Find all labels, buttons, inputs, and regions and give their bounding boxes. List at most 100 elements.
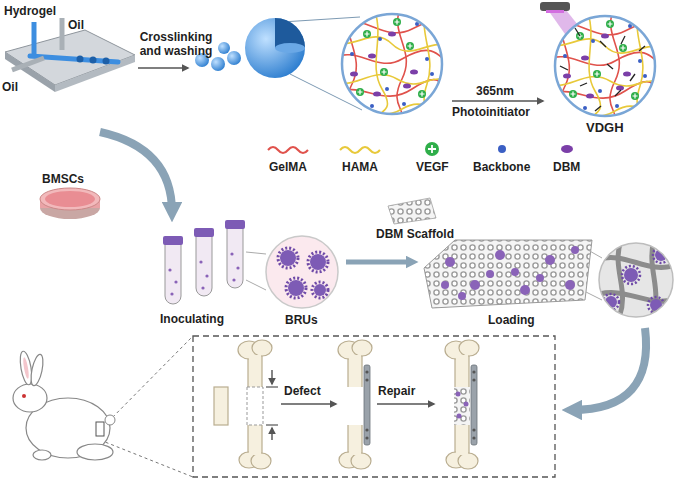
loaded-scaffold — [441, 246, 579, 300]
crosslinked-network — [600, 41, 606, 47]
step-label: Defect — [284, 384, 321, 398]
scaffold-zoom — [605, 249, 667, 311]
scaffold-zoom — [655, 249, 667, 261]
inlet-label: Oil — [2, 80, 18, 94]
surgery-inset — [472, 370, 475, 373]
legend-text: Backbone — [473, 160, 530, 174]
culture-tubes — [170, 292, 173, 295]
loaded-scaffold — [511, 268, 519, 276]
loaded-scaffold — [565, 280, 575, 290]
product-label: BRUs — [285, 313, 318, 327]
loaded-scaffold — [495, 250, 505, 260]
surgery-inset — [445, 340, 479, 469]
big-curved-arrow — [572, 328, 646, 410]
step-label: Repair — [378, 384, 415, 398]
culture-tubes — [246, 280, 266, 290]
dbm-scaffold — [388, 198, 436, 224]
surgery-inset — [266, 425, 278, 426]
rabbit — [77, 444, 113, 460]
culture-tubes — [168, 268, 171, 271]
surgery-inset — [365, 370, 368, 439]
surgery-inset — [365, 370, 368, 373]
crosslinked-network — [639, 46, 645, 51]
loaded-scaffold — [586, 292, 602, 300]
microfluidic-chip — [12, 58, 44, 70]
scaffold-zoom — [596, 240, 676, 320]
legend-samples — [561, 145, 573, 153]
legend-text: DBM — [553, 160, 580, 174]
rabbit — [96, 422, 104, 436]
rabbit — [33, 450, 51, 460]
culture-tubes — [205, 274, 208, 277]
inlet-label: Oil — [68, 18, 84, 32]
culture-tubes — [236, 266, 239, 269]
microfluidic-chip — [77, 56, 84, 63]
cutaway-sphere — [245, 18, 305, 78]
crosslinked-network — [545, 6, 665, 126]
big-curved-arrow — [572, 328, 646, 410]
rabbit — [105, 415, 115, 425]
product-label: VDGH — [586, 121, 624, 135]
step-label: Crosslinking and washing — [130, 30, 222, 58]
loaded-scaffold — [536, 274, 544, 282]
scaffold-zoom — [618, 240, 623, 320]
scaffold-zoom — [650, 299, 662, 311]
surgery-inset — [457, 414, 462, 419]
loaded-scaffold — [520, 285, 530, 295]
loaded-scaffold — [424, 240, 592, 308]
big-curved-arrow — [100, 132, 172, 212]
surgery-inset — [238, 340, 272, 469]
culture-tubes — [227, 228, 243, 288]
crosslinked-network — [607, 64, 613, 69]
surgery-inset — [472, 428, 475, 431]
crosslinked-network — [575, 28, 580, 36]
culture-tubes — [196, 236, 212, 296]
bru-zoom — [280, 250, 296, 266]
surgery-inset — [214, 387, 228, 425]
step-label: Photoinitiator — [452, 105, 530, 119]
bru-zoom — [310, 254, 326, 270]
crosslinked-network — [555, 16, 655, 116]
surgery-inset — [281, 403, 336, 405]
photo-arrow — [452, 100, 543, 102]
uv-lamp — [546, 10, 564, 13]
rabbit — [13, 336, 193, 477]
scaffold-zoom — [596, 240, 676, 320]
scaffold-zoom — [599, 243, 673, 317]
surgery-inset — [456, 392, 461, 397]
crosslinked-network — [621, 36, 625, 44]
surgery-inset — [266, 387, 278, 388]
crosslinked-network — [630, 74, 635, 81]
microspheres — [218, 42, 230, 54]
cell-label: BMSCs — [42, 172, 84, 186]
loaded-scaffold — [588, 250, 602, 258]
big-curved-arrow — [100, 132, 172, 212]
rabbit — [22, 357, 30, 379]
bru-zoom — [278, 248, 298, 268]
surgery-inset — [365, 428, 368, 431]
surgery-inset — [472, 378, 475, 381]
dbm-scaffold — [388, 198, 436, 224]
surgery-inset — [271, 370, 272, 384]
surgery-inset — [247, 387, 263, 425]
step-label: Loading — [488, 313, 535, 327]
scaffold-zoom — [596, 240, 676, 320]
bru-zoom — [312, 282, 328, 298]
culture-tubes — [165, 244, 181, 304]
photo-arrow — [452, 101, 543, 102]
culture-tubes — [174, 280, 177, 283]
culture-tubes — [194, 228, 214, 237]
surgery-inset — [364, 365, 370, 445]
culture-tubes — [246, 252, 266, 254]
crosslinked-network — [595, 106, 601, 111]
rabbit — [13, 384, 47, 412]
microspheres — [211, 57, 225, 71]
crosslinked-network — [615, 90, 621, 96]
culture-tubes — [163, 236, 183, 245]
bru-zoom — [314, 284, 326, 296]
legend-text: VEGF — [416, 160, 449, 174]
legend-samples — [498, 145, 506, 153]
process-arrow — [138, 68, 188, 69]
wavelength-label: 365nm — [476, 84, 514, 98]
